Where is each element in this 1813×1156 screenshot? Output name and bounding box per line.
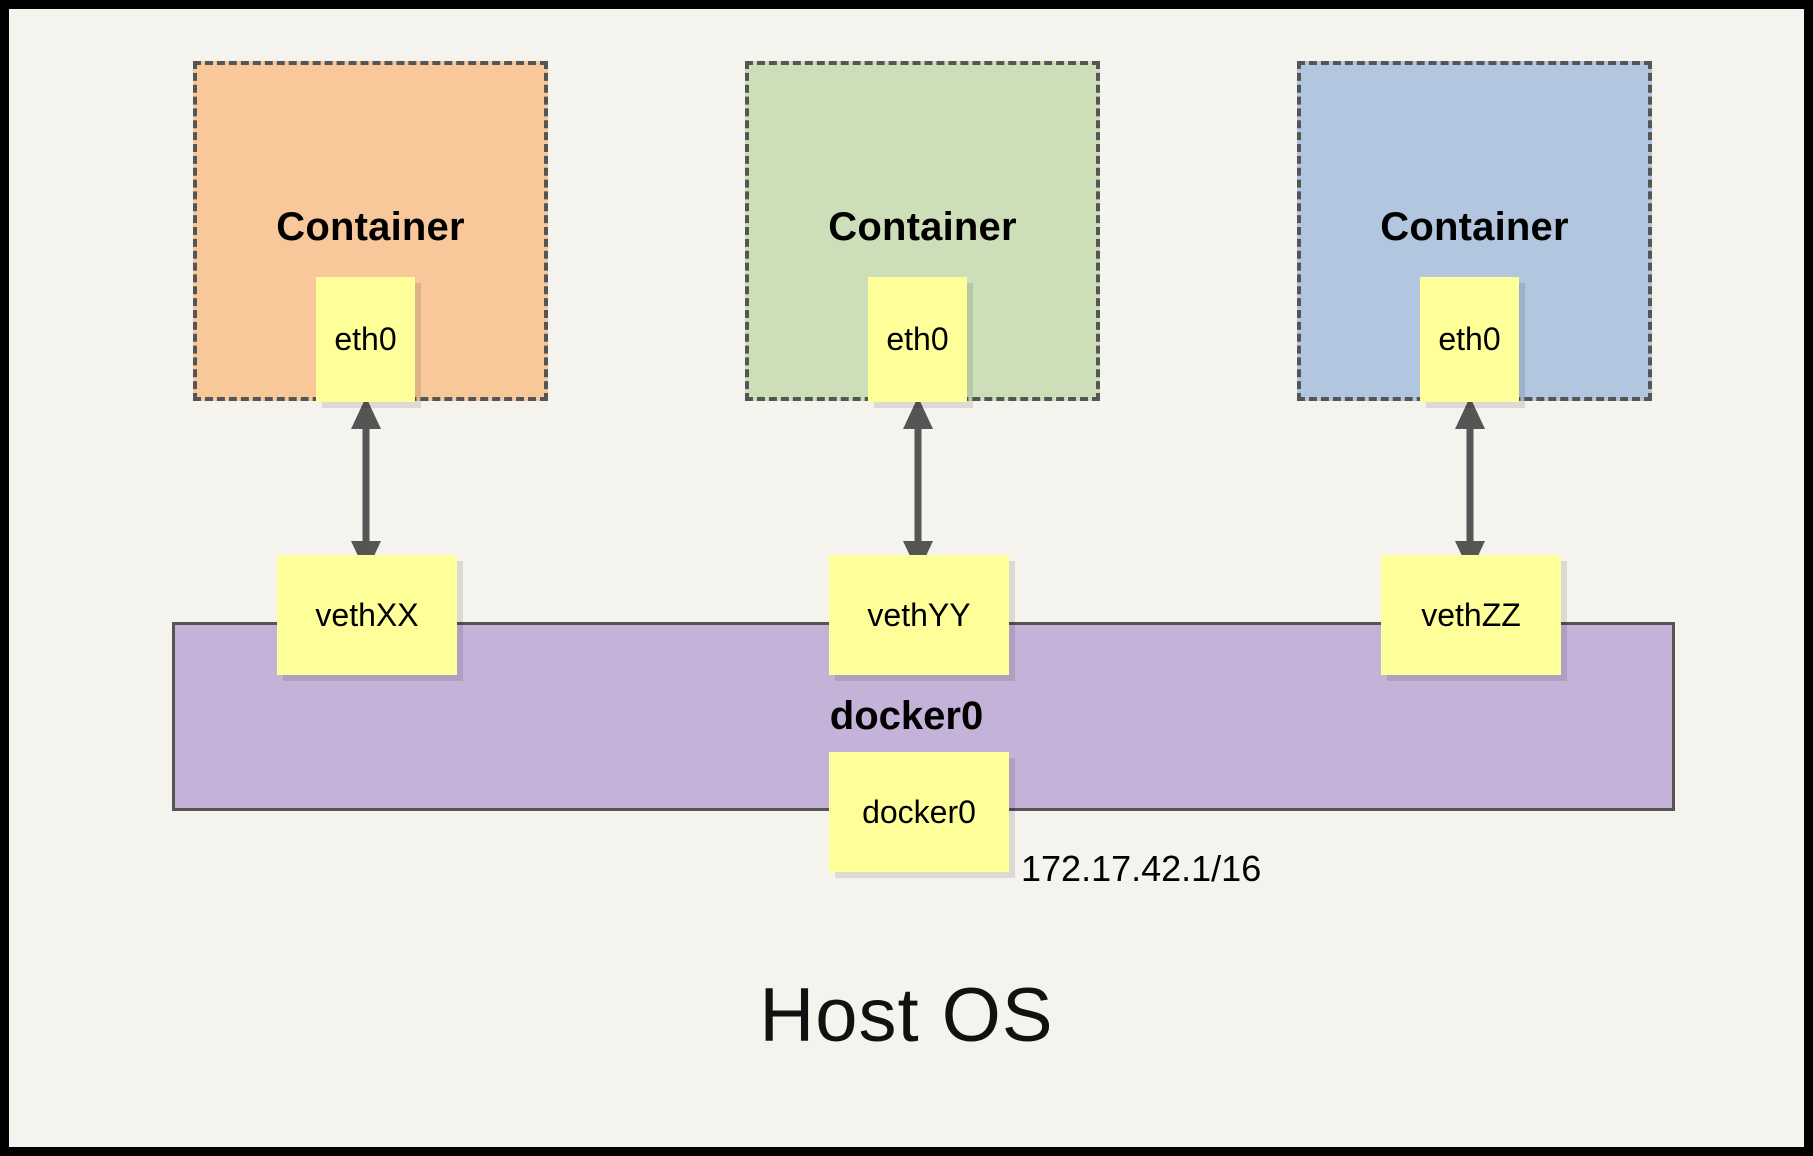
eth0-interface-3: eth0 (1420, 277, 1519, 402)
docker0-bridge-label: docker0 (829, 694, 984, 738)
eth0-interface-1: eth0 (316, 277, 415, 402)
container-title-3: Container (1380, 205, 1569, 249)
container-title-2: Container (828, 205, 1017, 249)
veth-interface-2: vethYY (829, 555, 1009, 675)
veth-interface-3: vethZZ (1381, 555, 1561, 675)
veth-pair-arrow-2 (903, 397, 933, 573)
container-title-1: Container (276, 205, 465, 249)
veth-interface-1: vethXX (277, 555, 457, 675)
host-os-label: Host OS (759, 973, 1054, 1058)
eth0-interface-2: eth0 (868, 277, 967, 402)
veth-pair-arrow-3 (1455, 397, 1485, 573)
veth-pair-arrow-1 (351, 397, 381, 573)
docker0-ip-address: 172.17.42.1/16 (1021, 848, 1262, 889)
docker0-interface-box: docker0 (829, 752, 1009, 872)
